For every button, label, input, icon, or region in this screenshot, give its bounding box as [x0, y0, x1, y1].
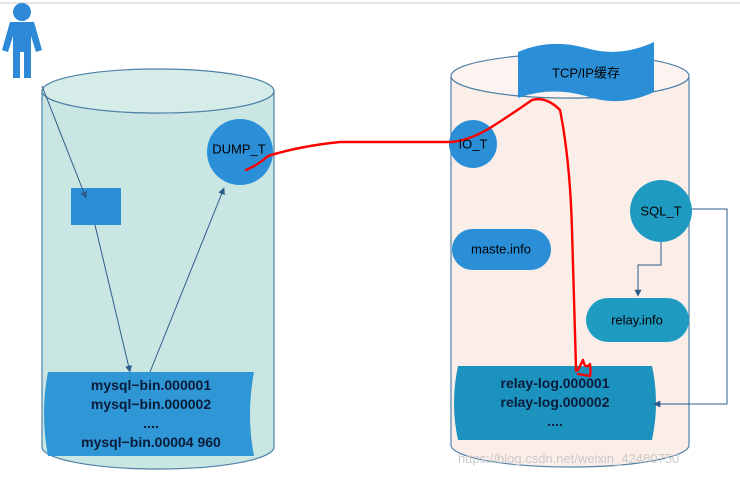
binlog-file: mysql−bin.000002 [90, 396, 212, 412]
dump-thread-node [207, 119, 273, 185]
relay-log-file: relay-log.000002 [500, 394, 610, 410]
box-to-binlog-arrow [94, 224, 132, 373]
watermark: https://blog.csdn.net/weixin_42480750 [458, 451, 680, 466]
relay-log-file: .... [547, 413, 563, 429]
relay-log-list: relay-log.000001 relay-log.000002 .... [458, 374, 652, 431]
person-to-box-arrow [41, 85, 87, 199]
master-process-box [71, 188, 121, 225]
sql-to-relaylog-arrow [653, 208, 728, 408]
binlog-files-list: mysql−bin.000001 mysql−bin.000002 .... m… [48, 376, 254, 452]
relay-log-file: relay-log.000001 [500, 375, 610, 391]
master-info-pill [452, 229, 551, 270]
tcp-cache-label: TCP/IP缓存 [552, 65, 620, 81]
relay-info-pill [586, 298, 689, 342]
sql-thread-node [630, 180, 692, 242]
relay-log-doc [454, 366, 656, 440]
binlog-to-dump-arrow [149, 187, 225, 373]
relay-info-label: relay.info [611, 312, 663, 328]
binlog-files-doc [44, 372, 254, 456]
replication-flow-line [244, 97, 592, 378]
master-info-label: maste.info [471, 241, 531, 257]
tcp-cache-banner [518, 42, 654, 102]
dump-thread-label: DUMP_T [212, 141, 266, 157]
sql-to-relayinfo-arrow [634, 242, 662, 297]
sql-thread-label: SQL_T [640, 203, 682, 219]
io-thread-label: IO_T [458, 136, 488, 152]
binlog-file: mysql−bin.00004 960 [81, 434, 221, 450]
binlog-file: mysql−bin.000001 [90, 377, 212, 393]
person-icon [2, 3, 42, 78]
binlog-file: .... [143, 415, 159, 431]
